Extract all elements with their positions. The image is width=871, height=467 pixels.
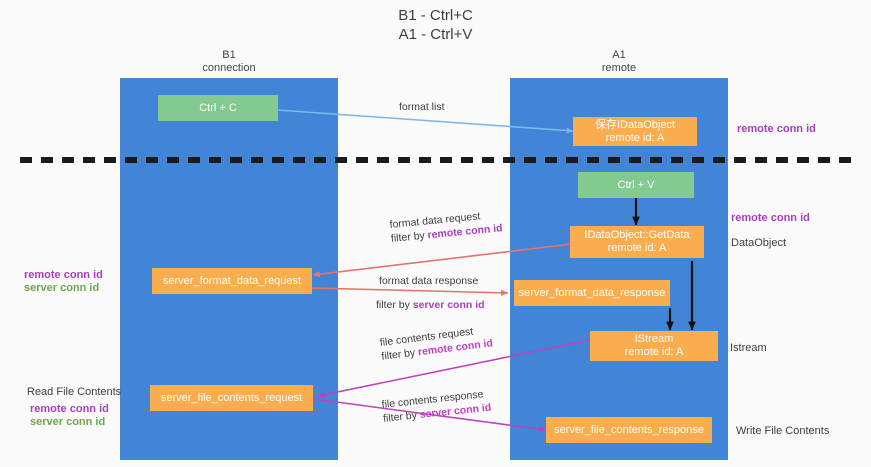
- box-ctrl-c-label: Ctrl + C: [199, 101, 237, 114]
- box-ctrl-c[interactable]: Ctrl + C: [158, 95, 278, 121]
- page-title: B1 - Ctrl+C A1 - Ctrl+V: [0, 6, 871, 44]
- title-line-1: B1 - Ctrl+C: [398, 7, 473, 24]
- edge-label-file-contents-request: file contents request filter by remote c…: [379, 322, 494, 363]
- box-server-file-contents-request[interactable]: server_file_contents_request: [150, 385, 313, 411]
- filter-prefix: filter by: [380, 346, 419, 363]
- box-ctrl-v-label: Ctrl + V: [617, 178, 655, 191]
- annotation-left-remote-conn-id-2: remote conn id: [30, 403, 109, 415]
- box-save-idataobject-line2: remote id: A: [605, 131, 665, 144]
- lane-header-b1-sub: connection: [202, 62, 256, 74]
- lane-header-b1-name: B1: [222, 49, 236, 61]
- edge-label-format-data-response: format data response: [379, 274, 478, 288]
- box-server-format-data-response[interactable]: server_format_data_response: [514, 280, 670, 306]
- box-istream[interactable]: IStream remote id: A: [590, 331, 718, 361]
- filter-key-server-conn-id: server conn id: [412, 299, 485, 311]
- box-idataobject-getdata[interactable]: IDataObject::GetData remote id: A: [570, 226, 704, 258]
- filter-prefix: filter by: [376, 299, 413, 311]
- lane-header-a1: A1 remote: [510, 49, 728, 75]
- box-save-idataobject[interactable]: 保存IDataObject remote id: A: [573, 117, 697, 146]
- annotation-left-read-file-contents: Read File Contents: [27, 386, 122, 398]
- arrow-format-data-response: [311, 287, 509, 296]
- lane-header-b1: B1 connection: [120, 49, 338, 75]
- box-server-file-contents-response-label: server_file_contents_response: [554, 423, 704, 436]
- filter-prefix: filter by: [382, 409, 421, 425]
- box-server-format-data-response-label: server_format_data_response: [518, 286, 666, 299]
- annotation-right-write-file-contents: Write File Contents: [736, 425, 830, 437]
- annotation-right-dataobject: DataObject: [731, 237, 787, 249]
- box-idataobject-getdata-line2: remote id: A: [607, 242, 667, 254]
- edge-label-format-data-response-filter: filter by server conn id: [376, 298, 485, 312]
- box-server-file-contents-request-label: server_file_contents_request: [160, 391, 303, 404]
- box-istream-line1: IStream: [634, 333, 674, 345]
- annotation-left-server-conn-id-2: server conn id: [30, 416, 106, 428]
- edge-label-format-data-request: format data request filter by remote con…: [389, 207, 503, 246]
- box-idataobject-getdata-line1: IDataObject::GetData: [584, 229, 690, 241]
- box-ctrl-v[interactable]: Ctrl + V: [578, 172, 694, 198]
- annotation-right-mid-remote-conn-id: remote conn id: [731, 212, 810, 224]
- box-server-format-data-request[interactable]: server_format_data_request: [152, 268, 312, 294]
- annotation-right-top-remote-conn-id: remote conn id: [737, 123, 816, 135]
- box-server-file-contents-response[interactable]: server_file_contents_response: [546, 417, 712, 443]
- edge-label-file-contents-response: file contents response filter by server …: [381, 387, 492, 426]
- lane-header-a1-name: A1: [612, 49, 626, 61]
- annotation-right-istream: Istream: [730, 342, 767, 354]
- box-istream-line2: remote id: A: [624, 346, 684, 358]
- filter-prefix: filter by: [390, 229, 429, 245]
- edge-label-format-data-response-text: format data response: [379, 275, 479, 287]
- title-line-2: A1 - Ctrl+V: [398, 26, 473, 43]
- edge-label-format-list: format list: [399, 100, 445, 114]
- annotation-left-server-conn-id: server conn id: [24, 282, 100, 294]
- annotation-left-remote-conn-id: remote conn id: [24, 269, 103, 281]
- lane-header-a1-sub: remote: [601, 62, 637, 74]
- edge-label-format-list-text: format list: [399, 101, 445, 113]
- box-save-idataobject-line1: 保存IDataObject: [594, 118, 676, 131]
- box-server-format-data-request-label: server_format_data_request: [162, 274, 302, 287]
